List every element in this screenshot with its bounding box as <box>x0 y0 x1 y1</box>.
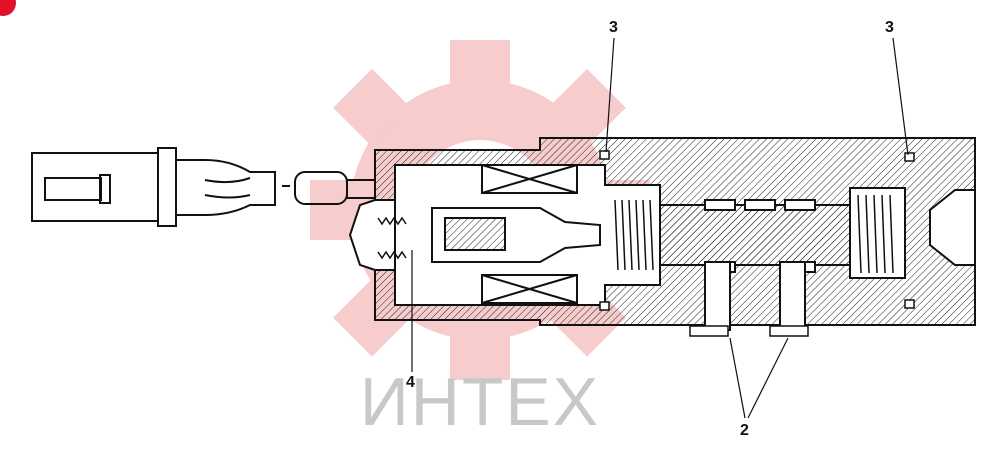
seal-rings <box>599 150 915 337</box>
callout-3-right: 3 <box>885 19 894 36</box>
callout-4: 4 <box>406 374 415 391</box>
callout-2: 2 <box>740 422 749 439</box>
electrical-connector <box>31 147 376 227</box>
right-spring <box>857 194 894 274</box>
center-spring <box>614 199 654 271</box>
left-spring <box>377 216 407 260</box>
watermark-text: ИНТЕХ <box>359 364 601 440</box>
callout-3-left: 3 <box>609 19 618 36</box>
corner-logo-mark <box>0 0 16 16</box>
valve-housing <box>348 137 976 331</box>
leader-lines <box>411 37 909 419</box>
